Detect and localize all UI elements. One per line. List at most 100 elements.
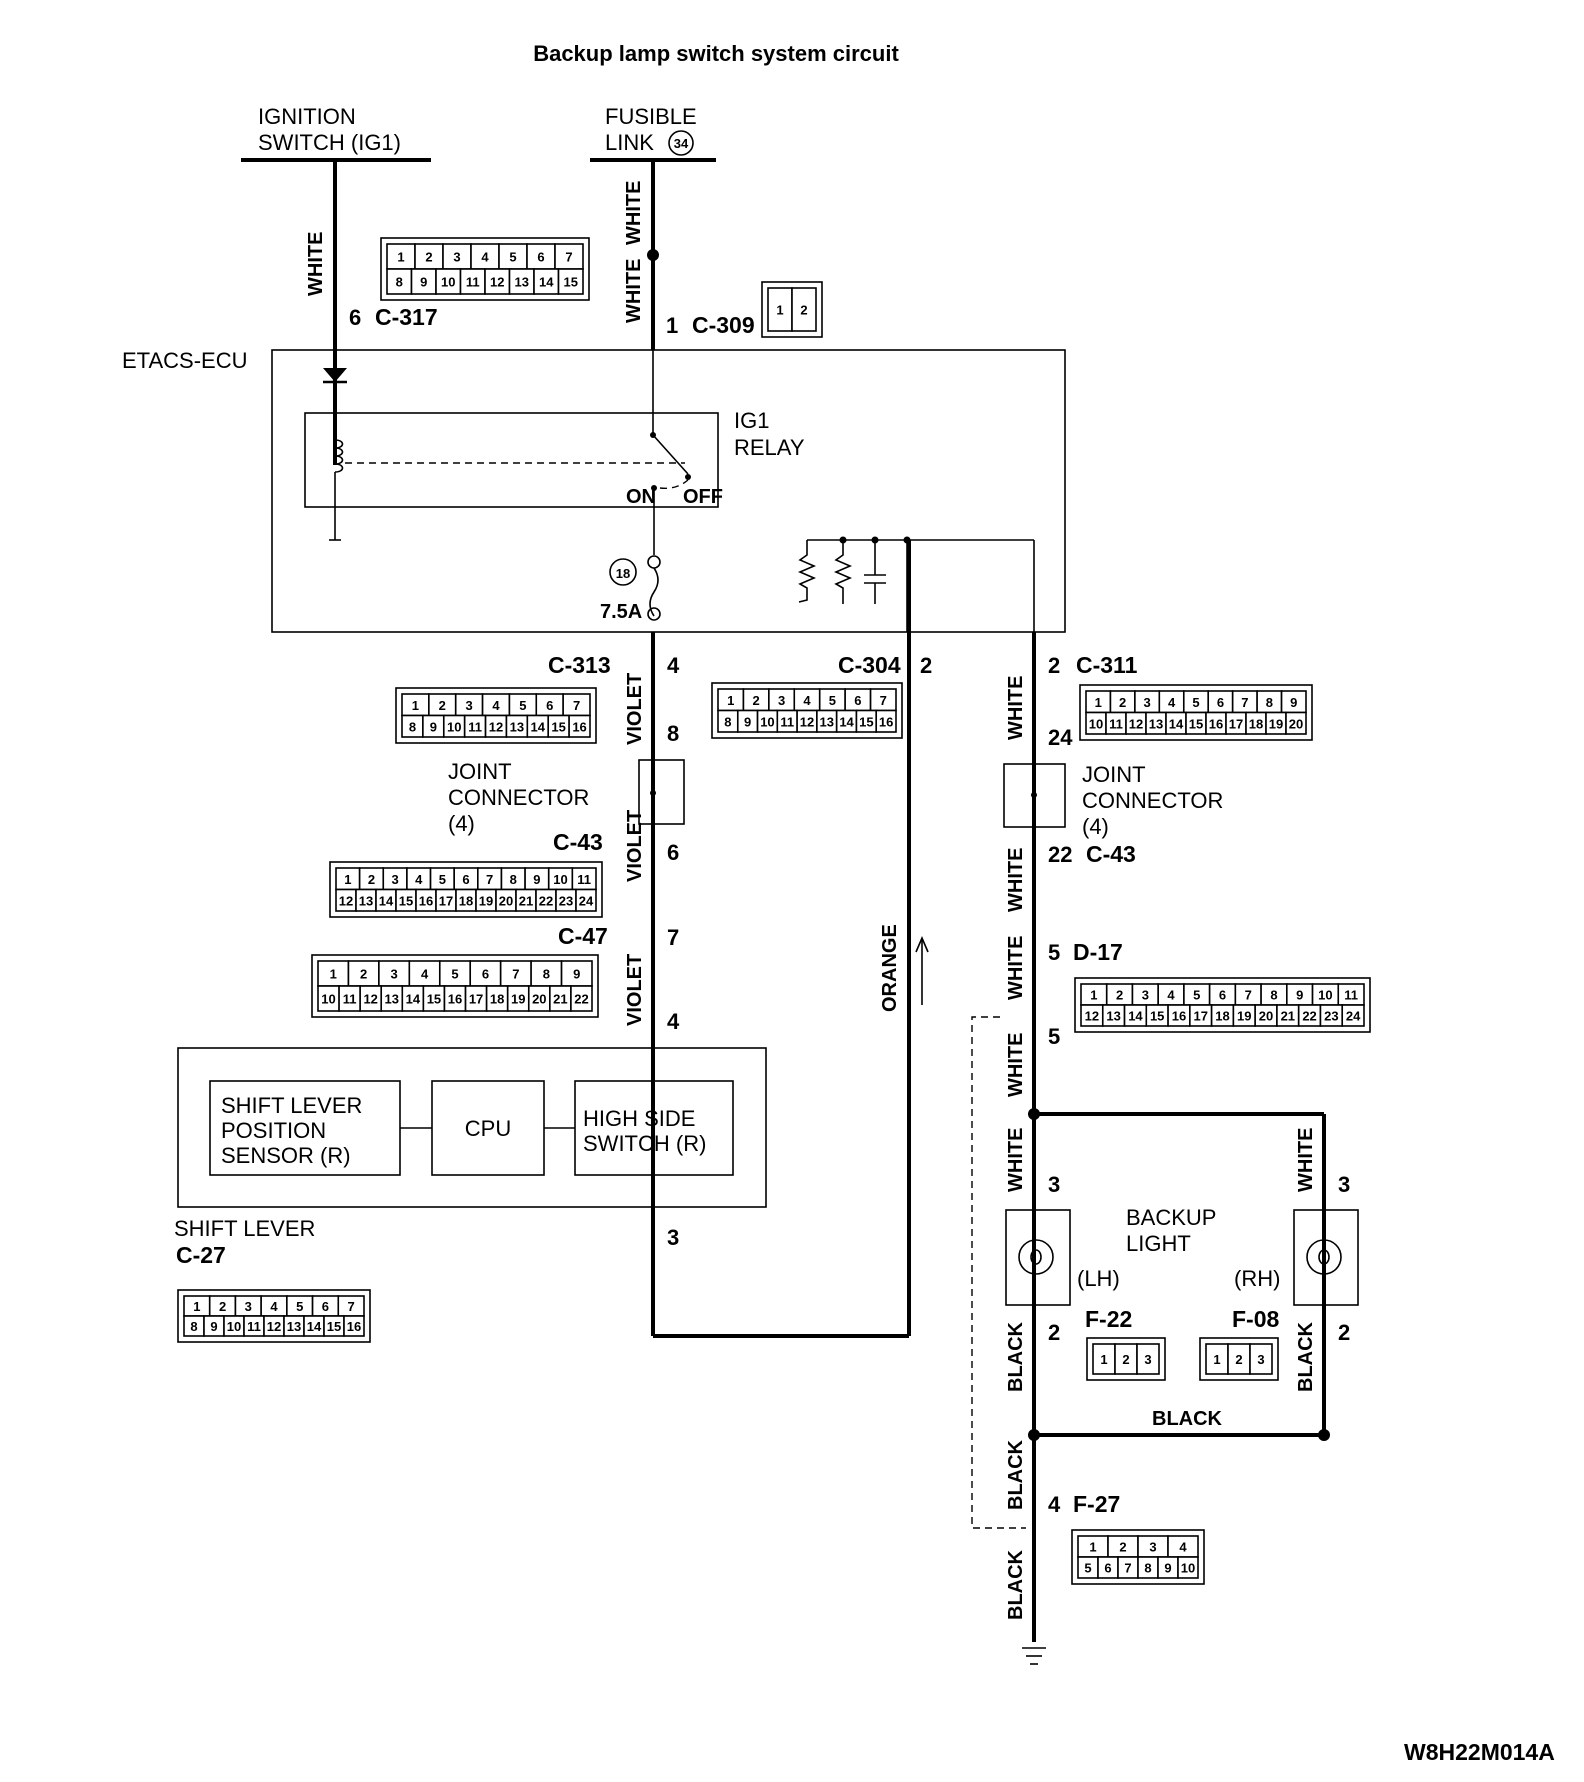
connector-cell-label: 2: [425, 250, 432, 265]
connector-f08-label: F-08: [1232, 1306, 1280, 1332]
connector-cell-label: 4: [415, 872, 423, 887]
connector-d17-label: D-17: [1073, 939, 1123, 965]
diagram-title: Backup lamp switch system circuit: [533, 41, 899, 66]
wire-label-violet-3: VIOLET: [624, 954, 646, 1026]
fuse-number-circle: [609, 558, 637, 586]
ground-icon: [1022, 1647, 1046, 1665]
connector-cell-label: 13: [287, 1319, 301, 1334]
connector-cell-label: 1: [776, 303, 783, 318]
connector-cell-label: 21: [1281, 1009, 1295, 1024]
joint-left-line3: (4): [448, 811, 475, 836]
connector-cell-label: 14: [539, 275, 554, 290]
connector-cell-label: 10: [1318, 988, 1332, 1003]
connector-cell-label: 9: [1290, 695, 1297, 710]
connector-cell-label: 14: [1128, 1009, 1143, 1024]
connector-c313-label: C-313: [548, 652, 611, 678]
ignition-label-line1: IGNITION: [258, 104, 356, 129]
connector-cell-label: 1: [1095, 695, 1102, 710]
connector-cell: [575, 888, 597, 912]
connector-cell-label: 14: [531, 719, 546, 734]
connector-cell-label: 1: [1100, 1352, 1107, 1367]
ignition-label-line2: SWITCH (IG1): [258, 130, 401, 155]
joint-connector-right: [1003, 763, 1066, 828]
wire-label-black-3: BLACK: [1152, 1408, 1223, 1430]
connector-cell-label: 3: [453, 250, 460, 265]
connector-cell-label: 3: [778, 693, 785, 708]
wire-label-white-3: WHITE: [1005, 676, 1027, 740]
pin-d17-5: 5: [1048, 940, 1060, 965]
connector-cell-label: 12: [800, 714, 814, 729]
connector-cell-label: 3: [466, 698, 473, 713]
connector-cell-label: 4: [1167, 988, 1175, 1003]
backup-light-lh: (LH): [1005, 1209, 1120, 1306]
backup-light-rh-label: (RH): [1234, 1266, 1280, 1291]
pin-c313-4: 4: [667, 653, 680, 678]
connector-cell-label: 1: [330, 967, 337, 982]
pin-c43-6: 6: [667, 840, 679, 865]
connector-cell-label: 8: [1270, 988, 1277, 1003]
connector-cell-label: 3: [1144, 1352, 1151, 1367]
joint-left-line2: CONNECTOR: [448, 785, 589, 810]
connector-cell-label: 12: [267, 1319, 281, 1334]
connector-cell-label: 9: [1164, 1561, 1171, 1576]
connector-cell-label: 1: [1213, 1352, 1220, 1367]
wire-label-black-2: BLACK: [1295, 1321, 1317, 1392]
connector-cell-label: 18: [1215, 1009, 1229, 1024]
pin-c47-4: 4: [667, 1009, 680, 1034]
connector-cell-label: 2: [360, 967, 367, 982]
connector-cell-label: 10: [441, 275, 455, 290]
connector-cell-label: 4: [270, 1299, 278, 1314]
connector-cell-label: 14: [307, 1319, 322, 1334]
connector-cell: [560, 960, 593, 987]
connector-cell-label: 10: [1181, 1561, 1195, 1576]
connector-cell-label: 19: [1269, 716, 1283, 731]
connector-cell-label: 13: [1106, 1009, 1120, 1024]
wire-label-white-ign: WHITE: [305, 232, 327, 296]
connector-cell-label: 14: [406, 992, 421, 1007]
connector-cell-label: 4: [492, 698, 500, 713]
connector-cell-label: 8: [1266, 695, 1273, 710]
connector-f22-label: F-22: [1085, 1306, 1132, 1332]
backup-light-rh: (RH): [1234, 1209, 1359, 1306]
connector-cell: [1341, 1004, 1365, 1027]
connector-cell: [343, 1315, 365, 1337]
connector-cell: [791, 287, 817, 332]
connector-cell-label: 4: [803, 693, 811, 708]
connector-cell-label: 24: [579, 893, 594, 908]
joint-left-line1: JOINT: [448, 759, 512, 784]
connector-c304-label: C-304: [838, 652, 901, 678]
connector-cell-label: 8: [510, 872, 517, 887]
connector-cell-label: 6: [1219, 988, 1226, 1003]
fusible-label-line2: LINK: [605, 130, 654, 155]
connector-cell-label: 15: [859, 714, 873, 729]
connector-cell-label: 9: [744, 714, 751, 729]
connector-cell: [508, 268, 535, 295]
connector-cell-label: 6: [854, 693, 861, 708]
connector-cell-label: 11: [247, 1319, 261, 1334]
connector-cell-label: 8: [409, 719, 416, 734]
connector-cell-label: 7: [348, 1299, 355, 1314]
connector-cell-label: 6: [322, 1299, 329, 1314]
cpu-label: CPU: [465, 1116, 511, 1141]
wire-label-violet-2: VIOLET: [624, 810, 646, 882]
ecu-label: ETACS-ECU: [122, 348, 248, 373]
connector-cell-label: 7: [880, 693, 887, 708]
connector-cell-label: 5: [451, 967, 458, 982]
connector-cell-label: 2: [753, 693, 760, 708]
connector-c309-label: C-309: [692, 312, 755, 338]
fusible-link-source: FUSIBLE LINK 34: [590, 104, 716, 162]
connector-cell-label: 9: [430, 719, 437, 734]
connector-cell-label: 10: [321, 992, 335, 1007]
connector-cell-label: 15: [1150, 1009, 1164, 1024]
connector-cell-label: 12: [1129, 716, 1143, 731]
connector-cell-label: 10: [553, 872, 567, 887]
splice-dot: [647, 249, 659, 261]
pin-f08-2: 2: [1338, 1320, 1350, 1345]
connector-cell-label: 8: [1144, 1561, 1151, 1576]
connector-cell-label: 10: [1089, 716, 1103, 731]
connector-cell-label: 8: [396, 275, 403, 290]
